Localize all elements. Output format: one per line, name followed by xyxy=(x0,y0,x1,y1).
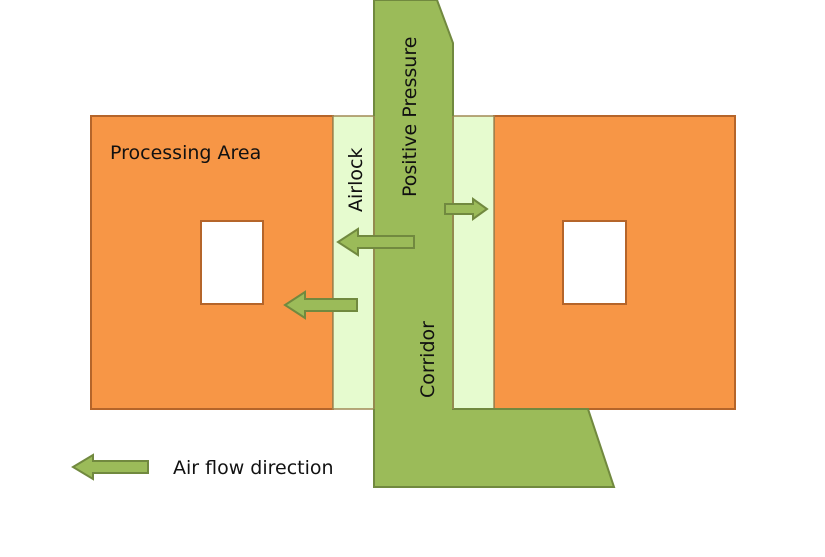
arrow-corridor-to-right-airlock xyxy=(444,197,489,221)
corridor-label: Corridor xyxy=(417,321,439,398)
airlock-right xyxy=(452,115,495,410)
airlock-label: Airlock xyxy=(345,148,367,212)
window-left xyxy=(200,220,264,305)
corridor xyxy=(373,0,616,488)
arrow-corridor-to-airlock xyxy=(336,227,415,257)
legend-arrow-icon xyxy=(71,453,149,481)
positive-pressure-label: Positive Pressure xyxy=(399,37,421,197)
window-right xyxy=(562,220,627,305)
legend-label: Air flow direction xyxy=(173,457,334,479)
airlock-left xyxy=(332,115,375,410)
arrow-airlock-to-processing xyxy=(283,290,358,320)
processing-area-label: Processing Area xyxy=(110,142,261,164)
